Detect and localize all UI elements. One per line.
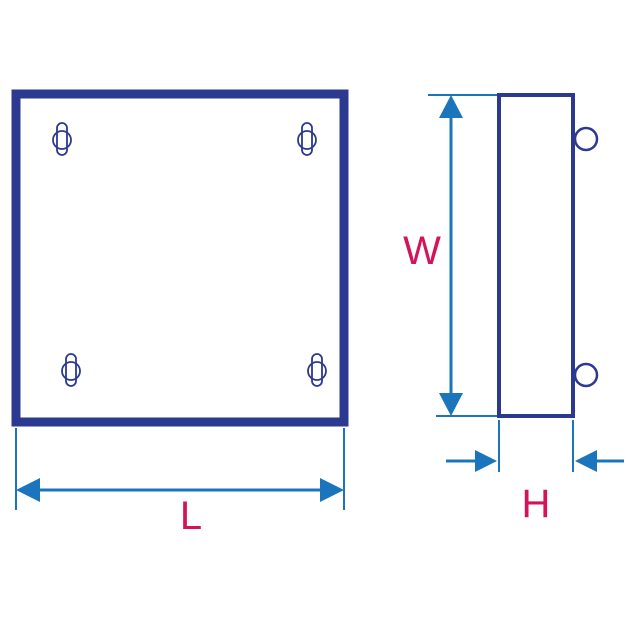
length-label: L	[180, 494, 202, 538]
length-arrow-left	[16, 478, 40, 502]
side-hanger-top	[573, 126, 599, 152]
length-dimension	[15, 428, 345, 510]
height-arrow-left	[475, 450, 497, 472]
length-arrow-right	[320, 478, 344, 502]
height-label: H	[522, 482, 551, 526]
mount-hole-bottom-right	[307, 353, 327, 387]
side-hanger-bottom	[573, 362, 599, 388]
side-view-panel	[497, 93, 575, 418]
width-label: W	[403, 229, 441, 273]
front-view-panel	[11, 89, 349, 427]
mount-hole-top-left	[52, 122, 72, 156]
mount-hole-bottom-left	[61, 353, 81, 387]
mount-hole-top-right	[297, 122, 317, 156]
width-arrow-top	[439, 95, 463, 118]
height-arrow-right	[575, 450, 597, 472]
width-arrow-bottom	[439, 393, 463, 416]
width-dimension	[428, 94, 497, 417]
height-dimension	[446, 420, 624, 472]
